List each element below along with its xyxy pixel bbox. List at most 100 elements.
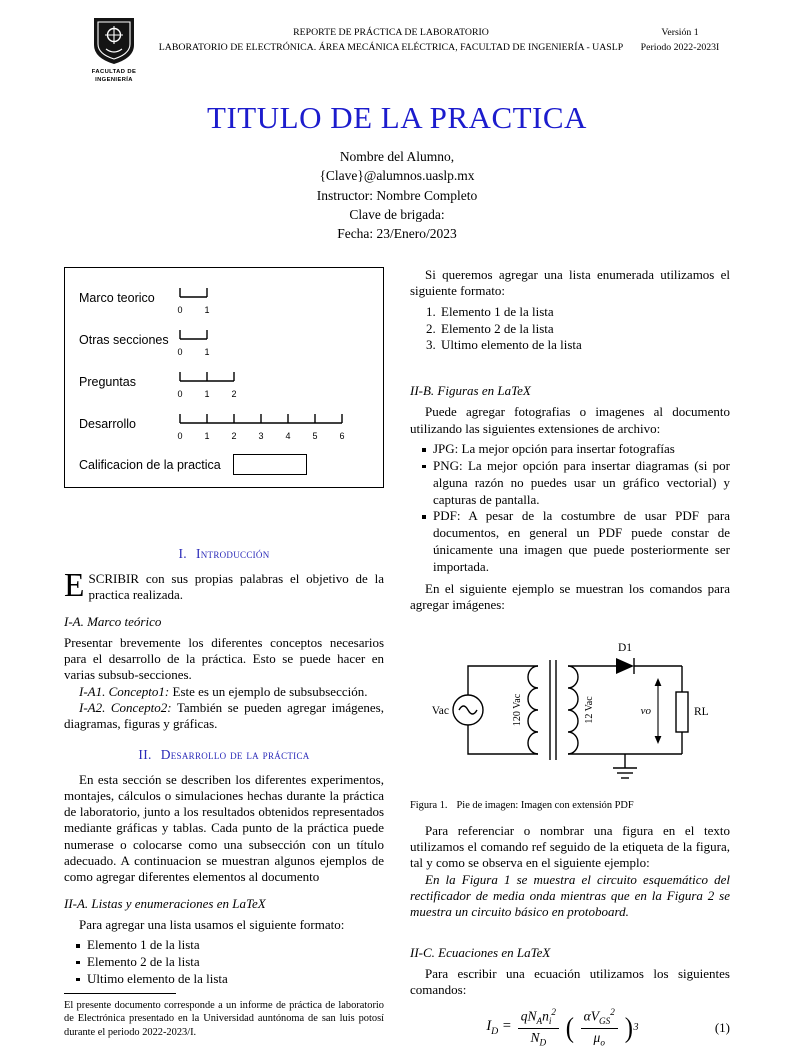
secondary-voltage-label: 12 Vac (584, 695, 595, 723)
header-version-block: Versión 1 Periodo 2022-2023I (630, 16, 730, 55)
transformer-primary-coil (527, 664, 539, 755)
svg-text:1: 1 (204, 431, 209, 441)
rubric-row-label: Desarrollo (79, 417, 136, 431)
page-title: TITULO DE LA PRACTICA (207, 100, 587, 136)
footnote-text: El presente documento corresponde a un i… (64, 999, 384, 1038)
figure-caption-text: Pie de imagen: Imagen con extensión PDF (456, 799, 634, 811)
formats-bullet-list: JPG: La mejor opción para insertar fotog… (420, 441, 730, 576)
rubric-row-label: Otras secciones (79, 333, 169, 347)
subsection-heading-marco-teorico: I-A. Marco teórico (64, 613, 162, 629)
logo-caption-line2: INGENIERÍA (95, 77, 133, 84)
report-type-line: REPORTE DE PRÁCTICA DE LABORATORIO (293, 27, 489, 38)
section-number: I. (178, 546, 187, 561)
logo-caption: FACULTAD DE INGENIERÍA (92, 68, 136, 84)
date-line: Fecha: 23/Enero/2023 (337, 225, 457, 241)
svg-text:1: 1 (204, 389, 209, 399)
fraction-denominator: μo (593, 1029, 605, 1048)
diode-label: D1 (618, 642, 632, 654)
version-label: Versión 1 (661, 27, 699, 38)
ecuacion-intro-paragraph: Para escribir una ecuación utilizamos lo… (410, 965, 730, 997)
svg-text:2: 2 (231, 431, 236, 441)
desarrollo-paragraph: En esta sección se describen los diferen… (64, 771, 384, 885)
fraction-numerator: qNAni2 (517, 1007, 559, 1029)
intro-lead-text: SCRIBIR con sus propias palabras el obje… (88, 571, 384, 603)
footnote: El presente documento corresponde a un i… (64, 992, 384, 1046)
fraction-denominator: ND (530, 1029, 547, 1048)
list-item: Elemento 1 de la lista (439, 304, 730, 321)
svg-text:6: 6 (339, 431, 344, 441)
section-heading-desarrollo: II. Desarrollo de la práctica (64, 747, 384, 763)
svg-text:0: 0 (177, 389, 182, 399)
university-crest-icon (94, 18, 134, 64)
concepto1-paragraph: I-A1. Concepto1: Este es un ejemplo de s… (64, 684, 384, 700)
author-email: {Clave}@alumnos.uaslp.mx (319, 168, 475, 184)
rectifier-circuit-schematic: Vac 120 Vac 12 Vac D1 vo RL (432, 642, 709, 779)
lista-intro-paragraph: Para agregar una lista usamos el siguien… (79, 916, 345, 932)
diode-icon (616, 657, 634, 674)
section-title-text: Introducción (195, 546, 270, 561)
right-column: Si queremos agregar una lista enumerada … (410, 267, 730, 1048)
rubric-scale: 0 1 2 (175, 370, 239, 404)
section-number: II. (138, 746, 152, 762)
svg-text:0: 0 (177, 431, 182, 441)
concepto2-label: I-A2. Concepto2: (79, 699, 172, 715)
grade-row: Calificacion de la practica (79, 454, 373, 475)
concepto1-text: Este es un ejemplo de subsubsección. (172, 683, 368, 699)
list-item: PNG: La mejor opción para insertar diagr… (420, 458, 730, 509)
svg-text:4: 4 (285, 431, 290, 441)
instructor-line: Instructor: Nombre Completo (316, 187, 478, 203)
figuras-intro-paragraph: Puede agregar fotografias o imagenes al … (410, 404, 730, 436)
footnote-rule (64, 992, 176, 994)
subsection-heading-figuras: II-B. Figuras en LaTeX (410, 383, 531, 399)
marco-teorico-paragraph: Presentar brevemente los diferentes conc… (64, 634, 384, 683)
university-logo: FACULTAD DE INGENIERÍA (64, 16, 152, 84)
grade-input-box (232, 454, 307, 475)
subsection-heading-ecuaciones: II-C. Ecuaciones en LaTeX (410, 944, 551, 960)
transformer-secondary-coil (567, 664, 579, 755)
ejemplo-intro-paragraph: En el siguiente ejemplo se muestran los … (410, 581, 730, 613)
figure-caption-label: Figura 1. (410, 799, 448, 811)
enum-intro-paragraph: Si queremos agregar una lista enumerada … (410, 267, 730, 299)
svg-text:0: 0 (177, 305, 182, 315)
load-label: RL (694, 706, 709, 718)
period-label: Periodo 2022-2023I (640, 42, 720, 54)
dropcap-letter: E (64, 567, 85, 604)
list-item: Ultimo elemento de la lista (74, 971, 384, 988)
list-item: JPG: La mejor opción para insertar fotog… (420, 441, 730, 458)
svg-text:0: 0 (177, 347, 182, 357)
primary-voltage-label: 120 Vac (512, 693, 523, 726)
fraction-numerator: αVGS2 (580, 1007, 618, 1029)
referencia-paragraph: Para referenciar o nombrar una figura en… (410, 822, 730, 871)
author-block: Nombre del Alumno, {Clave}@alumnos.uaslp… (64, 147, 730, 243)
list-item: Elemento 2 de la lista (439, 321, 730, 338)
list-item: Elemento 2 de la lista (74, 954, 384, 971)
svg-text:2: 2 (231, 389, 236, 399)
author-name: Nombre del Alumno, (339, 149, 455, 165)
svg-text:1: 1 (204, 305, 209, 315)
section-title-text: Desarrollo de la práctica (160, 746, 310, 762)
vac-label: Vac (432, 705, 449, 717)
concepto1-label: I-A1. Concepto1: (79, 683, 170, 699)
svg-text:5: 5 (312, 431, 317, 441)
lab-affiliation-line: LABORATORIO DE ELECTRÓNICA. ÁREA MECÁNIC… (158, 42, 624, 54)
list-item: Elemento 1 de la lista (74, 937, 384, 954)
list-item: Ultimo elemento de la lista (439, 337, 730, 354)
circuit-figure: Vac 120 Vac 12 Vac D1 vo RL Figura 1. Pie… (410, 622, 730, 823)
output-voltage-label: vo (641, 705, 652, 717)
section-heading-introduccion: I. Introducción (64, 546, 384, 562)
figure-caption: Figura 1. Pie de imagen: Imagen con exten… (410, 800, 730, 811)
referencia-ejemplo-paragraph: En la Figura 1 se muestra el circuito es… (410, 871, 730, 920)
